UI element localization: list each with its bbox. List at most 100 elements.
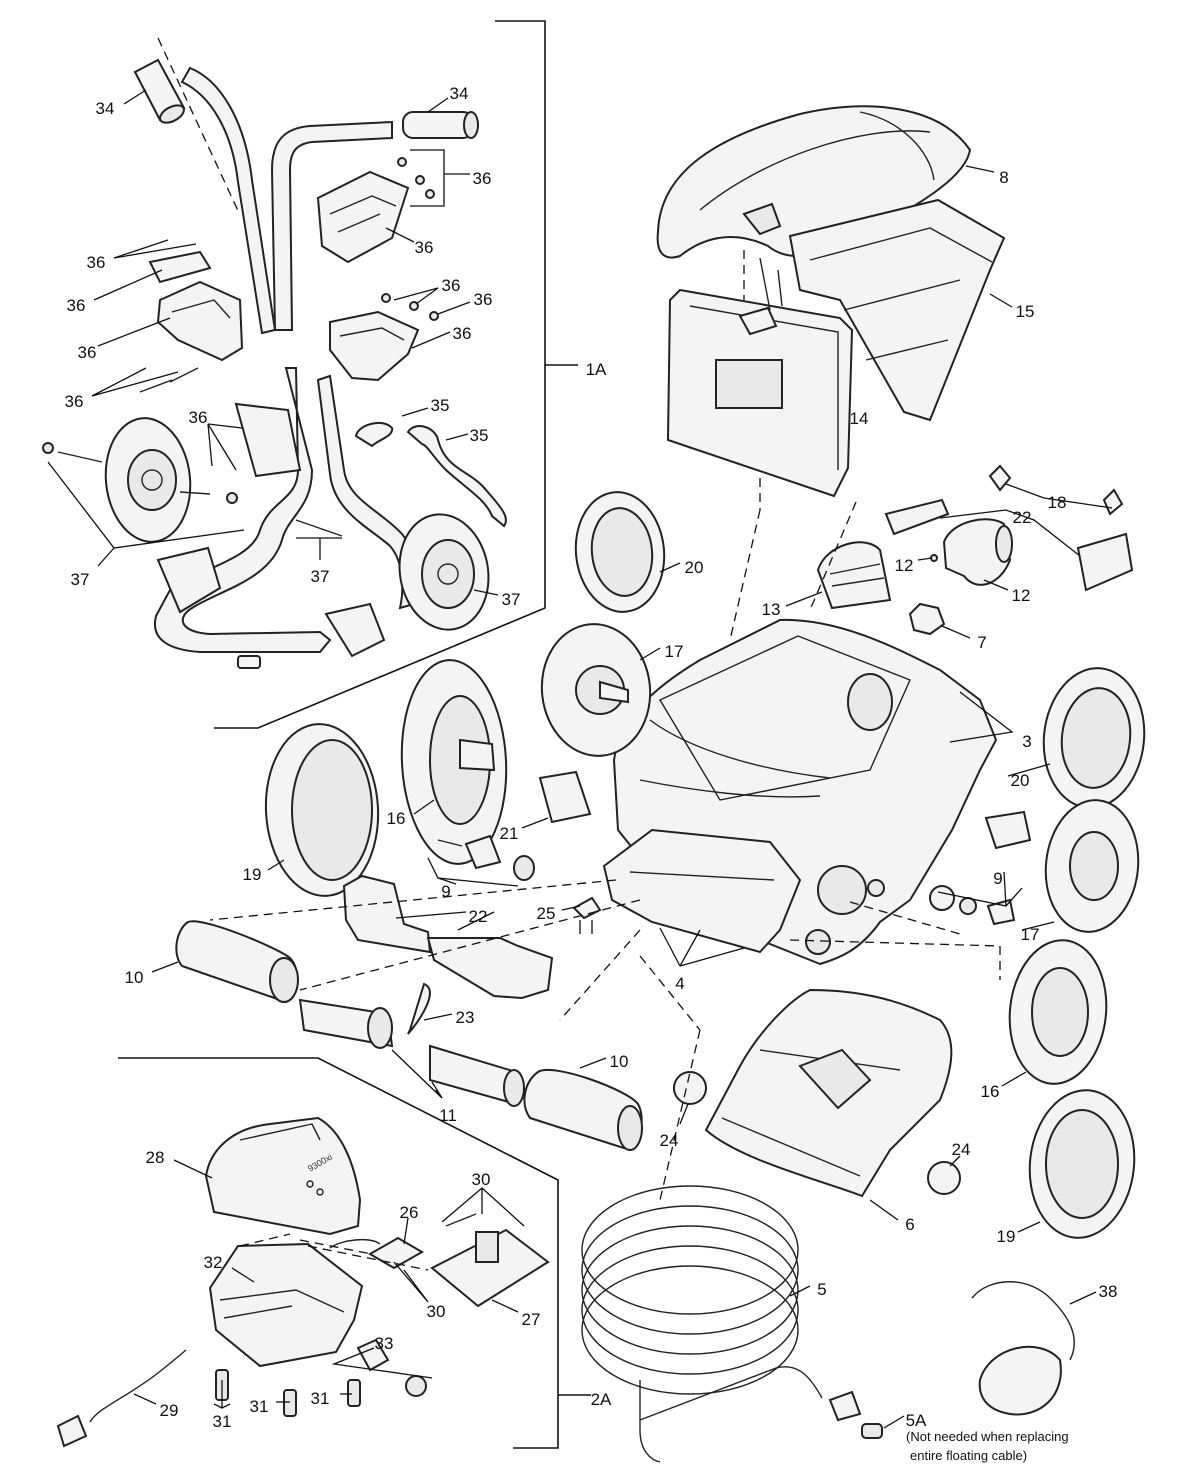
power-cord-29 [56, 1349, 187, 1448]
motor-gear-9-right [929, 885, 1016, 926]
callout-c10b: 10 [610, 1052, 629, 1071]
handle-clamp-upper [316, 157, 435, 264]
callout-c3: 3 [1022, 732, 1031, 751]
callout-c1A: 1A [586, 360, 607, 379]
wheel-17-top [540, 623, 652, 757]
bumper-22-top [884, 498, 1134, 592]
wheel-16-right [1008, 939, 1108, 1085]
callout-c20b: 20 [1011, 771, 1030, 790]
callout-c35a: 35 [431, 396, 450, 415]
swivel-12 [930, 518, 1013, 586]
caddy-frame [153, 367, 419, 669]
caddy-handle-right [270, 120, 393, 331]
brush-10-left [175, 920, 299, 1004]
callout-c29: 29 [160, 1401, 179, 1420]
feet-31 [215, 1369, 361, 1417]
callout-c13: 13 [762, 600, 781, 619]
wheel-16-left [400, 659, 508, 865]
callout-c37c: 37 [502, 590, 521, 609]
floating-cable-5 [581, 1185, 883, 1463]
callout-c37a: 37 [71, 570, 90, 589]
callout-c36e: 36 [442, 276, 461, 295]
callout-c33: 33 [375, 1334, 394, 1353]
control-box-lid-28: 9300xi [204, 1116, 362, 1236]
callout-c30a: 30 [472, 1170, 491, 1189]
callout-c18: 18 [1048, 493, 1067, 512]
callout-c32: 32 [204, 1253, 223, 1272]
callout-c27: 27 [522, 1310, 541, 1329]
caddy-wheel-right [295, 513, 490, 631]
callout-c34a: 34 [96, 99, 115, 118]
footnote-line-1: (Not needed when replacing [906, 1429, 1069, 1444]
callout-c17a: 17 [665, 642, 684, 661]
callout-c35b: 35 [470, 426, 489, 445]
callout-c36b: 36 [87, 253, 106, 272]
callout-c19a: 19 [243, 865, 262, 884]
callout-c36f: 36 [474, 290, 493, 309]
callout-c25: 25 [537, 904, 556, 923]
callout-c9a: 9 [441, 882, 450, 901]
top-cover [656, 105, 972, 259]
caddy-wheel-left [42, 417, 238, 543]
callout-c2A: 2A [591, 1390, 612, 1409]
caddy-handle-left [157, 37, 277, 335]
gear-24-left [673, 1071, 707, 1105]
grill-13 [816, 541, 892, 610]
callout-c24a: 24 [660, 1131, 679, 1150]
motor-gear-9-left [437, 834, 535, 881]
callout-c17b: 17 [1021, 925, 1040, 944]
callout-c30b: 30 [427, 1302, 446, 1321]
callout-c22a: 22 [1013, 508, 1032, 527]
bushing-21 [538, 770, 1032, 850]
group-bracket-2a [118, 1057, 591, 1449]
callout-c22b: 22 [469, 907, 488, 926]
callout-c24b: 24 [952, 1140, 971, 1159]
motor-block-6 [704, 988, 953, 1198]
callout-c36c: 36 [415, 238, 434, 257]
callout-c7: 7 [977, 633, 986, 652]
callout-c21: 21 [500, 824, 519, 843]
callout-c15: 15 [1016, 302, 1035, 321]
circuit-board-27 [430, 1213, 550, 1308]
callout-c19b: 19 [997, 1227, 1016, 1246]
callout-c38: 38 [1099, 1282, 1118, 1301]
robot-base [602, 828, 885, 955]
callout-c36j: 36 [189, 408, 208, 427]
handle-clamp-middle [329, 293, 439, 382]
callout-c36h: 36 [78, 343, 97, 362]
brush-10-right [523, 1069, 643, 1152]
gear-24-right [927, 1161, 961, 1195]
assembly-lines [209, 250, 1001, 1271]
callout-c11: 11 [439, 1106, 457, 1125]
group-bracket-1a [214, 20, 578, 729]
callout-c36i: 36 [65, 392, 84, 411]
filter-canister [788, 198, 1006, 422]
callout-c14: 14 [850, 409, 869, 428]
callout-c5A: 5A [906, 1411, 927, 1430]
callout-c26: 26 [400, 1203, 419, 1222]
callout-c28: 28 [146, 1148, 165, 1167]
callout-c5: 5 [817, 1280, 826, 1299]
callout-c20a: 20 [685, 558, 704, 577]
grip-right [402, 111, 479, 139]
callout-c31b: 31 [250, 1397, 269, 1416]
wheel-17-right [1044, 799, 1140, 933]
strain-relief-33 [356, 1338, 427, 1397]
callout-c10a: 10 [125, 968, 144, 987]
callout-c4: 4 [675, 974, 684, 993]
wheel-20-top [574, 491, 666, 613]
callout-c23: 23 [456, 1008, 475, 1027]
callout-c12b: 12 [1012, 586, 1031, 605]
callout-c31c: 31 [311, 1389, 330, 1408]
grip-left [133, 58, 186, 124]
roller-11 [298, 982, 525, 1107]
callout-c36d: 36 [67, 296, 86, 315]
callout-c8: 8 [999, 168, 1008, 187]
handle-clamp-left [139, 250, 244, 393]
callout-c16b: 16 [981, 1082, 1000, 1101]
wheel-20-right [1042, 667, 1146, 809]
callout-c31a: 31 [213, 1412, 232, 1431]
wheel-19-left [264, 723, 380, 897]
